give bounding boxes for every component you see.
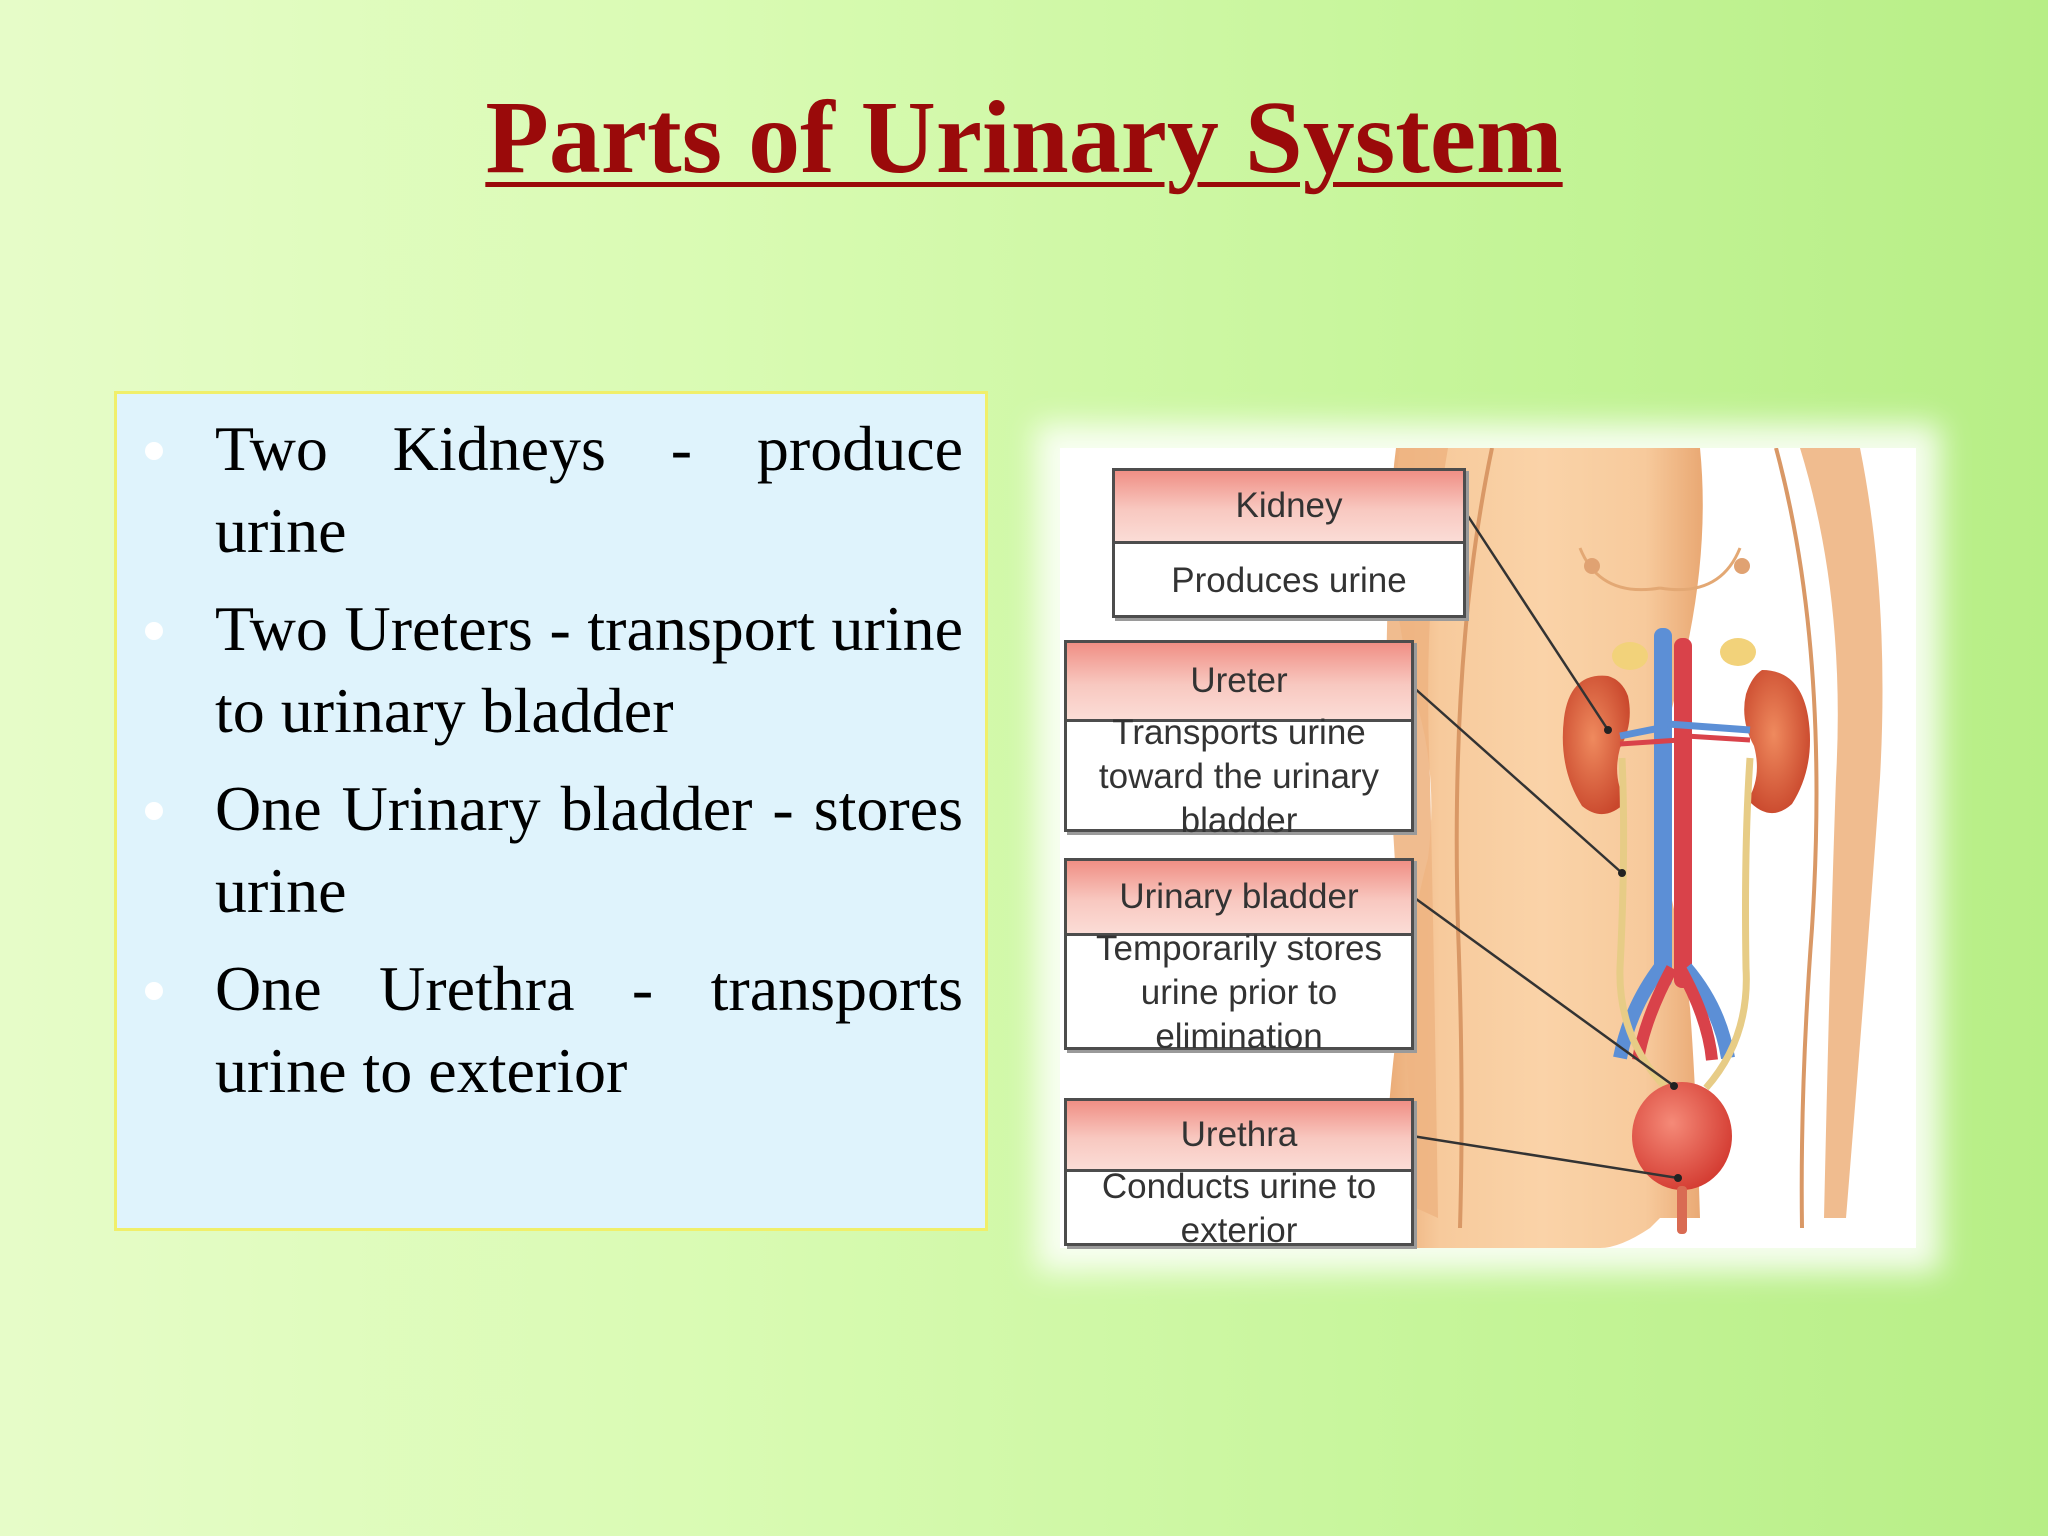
bullet-list: Two Kidneys - produce urine Two Ureters …	[145, 408, 963, 1112]
label-bladder-name: Urinary bladder	[1067, 861, 1411, 936]
label-kidney: Kidney Produces urine	[1112, 468, 1466, 618]
bullet-dot-icon	[145, 802, 163, 820]
kidney-left	[1562, 675, 1630, 815]
bullet-dot-icon	[145, 982, 163, 1000]
vena-cava	[1654, 628, 1672, 988]
leader-urethra	[1411, 1134, 1679, 1180]
left-arm-edge	[1454, 448, 1494, 1229]
bullet-box: Two Kidneys - produce urine Two Ureters …	[114, 391, 988, 1231]
bladder	[1632, 1082, 1732, 1190]
bullet-item-bladder: One Urinary bladder - stores urine	[145, 768, 963, 932]
leader-kidney-dot	[1604, 726, 1612, 734]
right-arm-edge	[1774, 448, 1819, 1229]
bullet-item-kidneys: Two Kidneys - produce urine	[145, 408, 963, 572]
nipple-right	[1734, 558, 1750, 574]
label-ureter-description: Transports urine toward the urinary blad…	[1098, 713, 1380, 840]
leader-urethra-dot	[1674, 1174, 1682, 1182]
ureter-left	[1616, 757, 1669, 1091]
label-urethra-description: Conducts urine to exterior	[1101, 1167, 1377, 1250]
leader-bladder-dot	[1670, 1082, 1678, 1090]
label-urethra-name: Urethra	[1067, 1101, 1411, 1172]
label-bladder-description: Temporarily stores urine prior to elimin…	[1096, 929, 1382, 1056]
renal-artery-left	[1619, 737, 1681, 747]
iliac-artery-right	[1674, 965, 1718, 1061]
adrenal-left	[1612, 642, 1648, 670]
bullet-dot-icon	[145, 442, 163, 460]
bullet-text: Two Ureters - transport urine to urinary…	[215, 593, 963, 746]
label-kidney-description: Produces urine	[1171, 561, 1407, 600]
label-kidney-name: Kidney	[1115, 471, 1463, 544]
urethra	[1677, 1186, 1687, 1234]
leader-ureter	[1411, 685, 1623, 874]
bullet-item-ureters: Two Ureters - transport urine to urinary…	[145, 588, 963, 752]
chest-right	[1659, 547, 1742, 592]
bullet-text: One Urethra - transports urine to exteri…	[215, 953, 963, 1106]
right-arm-shape	[1800, 448, 1883, 1218]
label-urinary-bladder: Urinary bladder Temporarily stores urine…	[1064, 858, 1414, 1056]
label-urethra: Urethra Conducts urine to exterior	[1064, 1098, 1414, 1250]
bullet-item-urethra: One Urethra - transports urine to exteri…	[145, 948, 963, 1112]
renal-artery-right	[1685, 733, 1751, 743]
slide-title: Parts of Urinary System	[485, 80, 1563, 195]
label-ureter: Ureter Transports urine toward the urina…	[1064, 640, 1414, 840]
kidney-right	[1744, 670, 1810, 814]
urinary-system-figure: Kidney Produces urine Ureter Transports …	[1060, 448, 1916, 1250]
bullet-dot-icon	[145, 622, 163, 640]
leader-ureter-dot	[1618, 869, 1626, 877]
leader-bladder	[1411, 894, 1675, 1088]
iliac-vein-right	[1680, 963, 1735, 1060]
adrenal-right	[1720, 638, 1756, 666]
renal-vein-right	[1667, 720, 1751, 734]
nipple-left	[1584, 558, 1600, 574]
leader-kidney	[1462, 509, 1610, 731]
aorta	[1674, 638, 1692, 988]
label-ureter-name: Ureter	[1067, 643, 1411, 722]
bullet-text: Two Kidneys - produce urine	[215, 413, 963, 566]
renal-vein-left	[1619, 724, 1661, 740]
bullet-text: One Urinary bladder - stores urine	[215, 773, 963, 926]
chest-left	[1578, 547, 1661, 592]
ureter-right	[1703, 757, 1754, 1091]
